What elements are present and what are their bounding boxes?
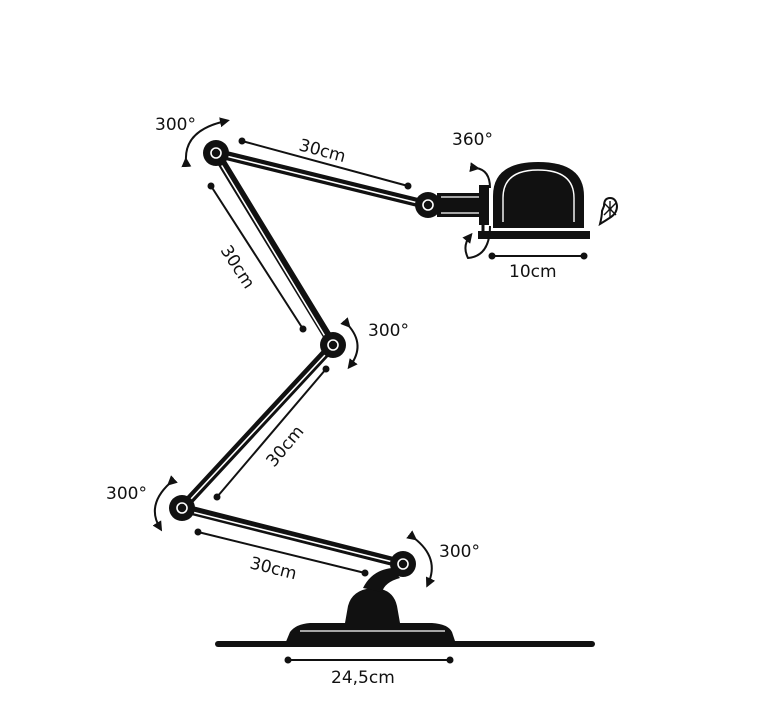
joint-top [203, 140, 229, 166]
joint-middle [320, 332, 346, 358]
dimension-arm-lower [194, 528, 369, 577]
label-arm-middle-length: 30cm [263, 422, 309, 471]
label-shade-width: 10cm [509, 262, 557, 282]
label-rotation-base: 300° [439, 542, 480, 562]
label-rotation-shade: 360° [452, 130, 493, 150]
rotation-arrow-lower [152, 475, 178, 532]
dimension-arm-upper [207, 182, 307, 333]
label-base-width: 24,5cm [331, 668, 395, 688]
label-arm-lower-length: 30cm [248, 553, 299, 584]
rotation-arrow-top [181, 117, 230, 168]
rotation-arrow-base [406, 530, 436, 588]
dimension-arm-top [238, 137, 412, 190]
base-pivot-neck [363, 568, 400, 592]
dimension-base [284, 656, 454, 664]
lamp-arms [177, 148, 433, 569]
lamp-shade [437, 162, 590, 239]
rotation-arrow-shade [462, 162, 491, 260]
joint-lower [169, 495, 195, 521]
bulb-icon [598, 196, 619, 227]
label-rotation-top: 300° [155, 115, 196, 135]
lamp-base [285, 588, 456, 644]
rotation-arrow-middle [340, 317, 359, 370]
label-rotation-middle: 300° [368, 321, 409, 341]
dimension-arm-middle [213, 365, 330, 501]
dimension-shade [488, 252, 588, 260]
joint-shade [415, 192, 441, 218]
joint-base [390, 551, 416, 577]
label-rotation-lower: 300° [106, 484, 147, 504]
